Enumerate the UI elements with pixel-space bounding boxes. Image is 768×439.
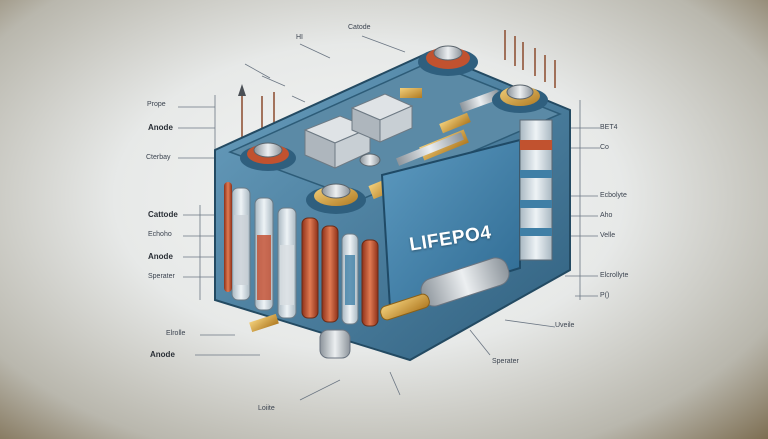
arrow-head — [238, 84, 246, 96]
label-sperater: Sperater — [148, 273, 175, 280]
label-pc: P() — [600, 292, 610, 299]
label-anode-bottom: Anode — [150, 350, 175, 359]
label-uveile: Uveile — [555, 322, 575, 329]
terminal-right — [492, 84, 548, 113]
label-ecbolyte: Ecbolyte — [600, 192, 627, 199]
label-elcrollyte: Elcrollyte — [600, 272, 629, 279]
label-elrolle: Elrolle — [166, 330, 186, 337]
terminal-left — [240, 142, 296, 171]
label-cattode: Cattode — [148, 210, 178, 219]
front-cells — [224, 182, 379, 327]
label-cterbay: Cterbay — [146, 154, 171, 161]
label-top-cathode: Catode — [348, 24, 371, 31]
terminal-front — [306, 183, 366, 214]
bottom-cylinders — [249, 257, 510, 359]
label-co: Co — [600, 144, 609, 151]
label-anode-2: Anode — [148, 252, 173, 261]
internal-modules — [303, 88, 501, 200]
label-velle: Velle — [600, 232, 616, 239]
label-echoho: Echoho — [148, 231, 172, 238]
label-sperater-bottom: Sperater — [492, 358, 519, 365]
label-loiite: Loiite — [258, 405, 275, 412]
right-cell-stack — [519, 119, 553, 261]
label-prope: Prope — [147, 101, 166, 108]
label-aho: Aho — [600, 212, 613, 219]
label-anode-1: Anode — [148, 123, 173, 132]
terminal-top — [418, 45, 478, 76]
label-top-hi: HI — [296, 34, 303, 41]
label-bet4: BET4 — [600, 124, 618, 131]
valve-cap — [359, 153, 381, 167]
